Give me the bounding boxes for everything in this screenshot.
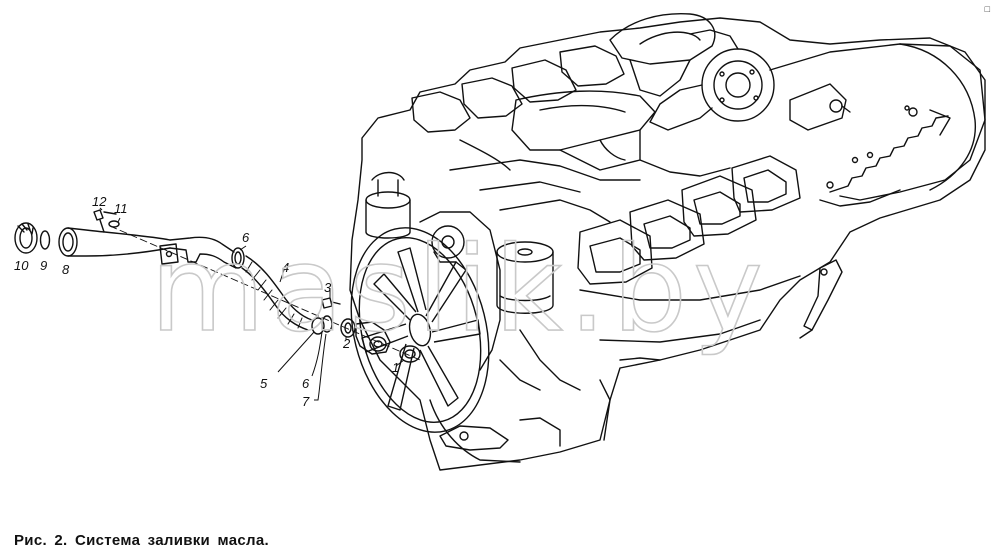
callout-7: 7: [302, 394, 310, 409]
cooling-fan-drawing: [350, 227, 490, 433]
watermark: maslik.by: [150, 220, 769, 358]
callout-11: 11: [114, 201, 128, 216]
callout-5: 5: [260, 376, 268, 391]
callout-3: 3: [324, 280, 332, 295]
callout-6b: 6: [302, 376, 310, 391]
filler-cap: [14, 222, 38, 254]
callout-8: 8: [62, 262, 70, 277]
sealing-ring: [39, 230, 51, 250]
part-callouts: 1 2 3 4 5 6 6 7 8 9 10 11 12: [14, 194, 399, 409]
callout-10: 10: [14, 258, 29, 273]
callout-9: 9: [40, 258, 47, 273]
callout-2: 2: [342, 336, 351, 351]
callout-1: 1: [392, 360, 399, 375]
callout-6a: 6: [242, 230, 250, 245]
callout-leader-lines: [99, 207, 405, 401]
callout-4: 4: [282, 260, 289, 275]
callout-12: 12: [92, 194, 107, 209]
figure-caption: Рис. 2. Система заливки масла.: [14, 532, 269, 549]
corner-mark: □: [984, 4, 990, 14]
oil-filler-pipe-assembly: [14, 209, 421, 363]
engine-block-drawing: [349, 13, 986, 471]
